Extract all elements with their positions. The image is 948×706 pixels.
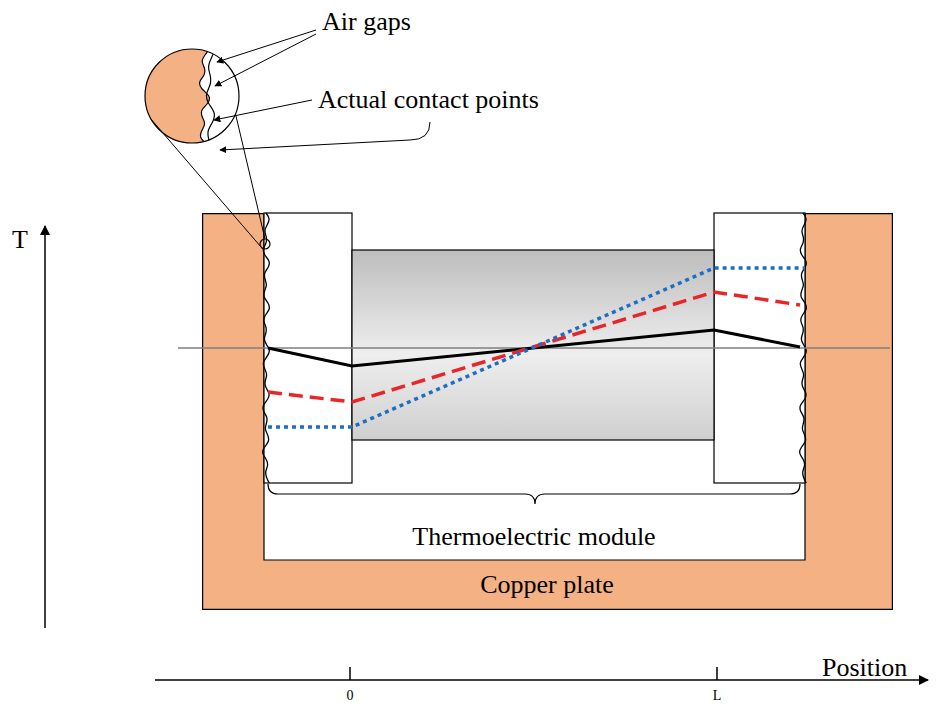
part-label: Copper plate <box>480 571 614 600</box>
module-region: Thermoelectric module <box>264 513 805 560</box>
leader-line <box>215 34 316 86</box>
axis-label: Position <box>822 654 907 683</box>
zoom-line <box>236 116 265 239</box>
tick <box>716 667 718 680</box>
module-body <box>352 250 714 440</box>
callout-label: Air gaps <box>322 8 411 37</box>
tick <box>349 667 351 680</box>
zoom-line <box>150 118 261 247</box>
leader-line <box>214 100 312 120</box>
leader-line <box>217 30 316 62</box>
module-label: Thermoelectric module <box>412 523 655 552</box>
brace <box>268 484 800 504</box>
tick-label: 0 <box>347 688 354 703</box>
zoom-spot <box>260 239 270 249</box>
position-axis <box>155 679 928 681</box>
axis-label: T <box>12 226 28 255</box>
profile-dotted <box>268 268 805 427</box>
tick-label: L <box>713 688 722 703</box>
t-axis <box>44 226 46 628</box>
callout-label: Actual contact points <box>318 86 539 115</box>
leader-line <box>220 122 430 150</box>
